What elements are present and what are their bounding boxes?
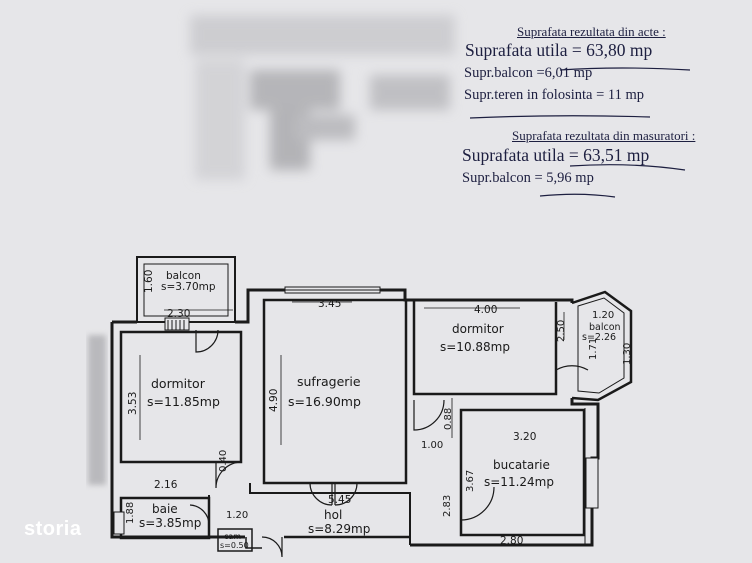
dorm2-name: dormitor (452, 322, 504, 336)
dorm1-area: s=11.85mp (147, 394, 220, 409)
baie-name: baie (152, 502, 178, 516)
dimension-lines (139, 301, 565, 445)
dim-2-16: 2.16 (154, 479, 178, 491)
walls (110, 256, 633, 552)
mas-balcon: Supr.balcon = 5,96 mp (462, 170, 594, 186)
dim-3-53: 3.53 (127, 392, 139, 415)
balcon2-area: s=2.26 (582, 332, 616, 343)
dim-2-83: 2.83 (442, 495, 453, 517)
hol-name: hol (324, 508, 342, 522)
dim-0-88: 0.88 (443, 408, 454, 430)
dim-3-67: 3.67 (465, 470, 476, 492)
balcon1-name: balcon (166, 270, 201, 282)
acte-balcon: Supr.balcon =6,01 mp (464, 65, 593, 81)
dimension-labels: 1.60 2.30 3.45 4.00 1.20 2.50 1.71 1.30 … (125, 270, 633, 547)
dim-1-20-top: 1.20 (592, 310, 614, 321)
side-scan-noise (88, 335, 106, 485)
buc-area: s=11.24mp (484, 475, 554, 489)
mas-heading: Suprafata rezultata din masuratori : (512, 128, 696, 143)
hol-area: s=8.29mp (308, 522, 370, 536)
dim-1-30: 1.30 (622, 343, 633, 365)
dorm2-area: s=10.88mp (440, 340, 510, 354)
baie-area: s=3.85mp (139, 516, 201, 530)
dim-4-90: 4.90 (268, 389, 280, 412)
acte-utila: Suprafata utila = 63,80 mp (465, 40, 653, 60)
doors (189, 329, 589, 558)
dim-2-80: 2.80 (500, 535, 523, 547)
balcon1-area: s=3.70mp (161, 281, 216, 293)
dorm1-name: dormitor (151, 376, 206, 391)
cam-area: s=0.50 (220, 541, 249, 550)
balcon2-name: balcon (589, 322, 621, 333)
sufr-name: sufragerie (297, 374, 361, 389)
dim-2-30: 2.30 (167, 308, 190, 320)
dim-1-71: 1.71 (588, 338, 599, 360)
room-labels: balcon s=3.70mp dormitor s=11.85mp sufra… (139, 270, 621, 550)
dim-3-45: 3.45 (318, 298, 341, 310)
dim-2-50: 2.50 (556, 320, 567, 342)
dim-5-45: 5.45 (328, 494, 351, 506)
buc-name: bucatarie (493, 458, 550, 472)
acte-heading: Suprafata rezultata din acte : (517, 24, 666, 39)
dim-1-88: 1.88 (125, 502, 136, 524)
acte-teren: Supr.teren in folosinta = 11 mp (464, 87, 645, 103)
cam-name: cam (224, 532, 241, 541)
sufr-area: s=16.90mp (288, 394, 361, 409)
censored-stamp (190, 15, 455, 180)
hand-underlines (469, 67, 691, 198)
dim-1-20-hol: 1.20 (226, 510, 248, 521)
mas-utila: Suprafata utila = 63,51 mp (462, 145, 650, 165)
dim-1-60: 1.60 (143, 270, 155, 293)
dim-0-40: 0.40 (218, 450, 229, 472)
dim-1-00: 1.00 (421, 440, 443, 451)
dim-4-00: 4.00 (474, 304, 497, 316)
dim-3-20: 3.20 (513, 431, 536, 443)
storia-logo: storia (24, 518, 82, 540)
